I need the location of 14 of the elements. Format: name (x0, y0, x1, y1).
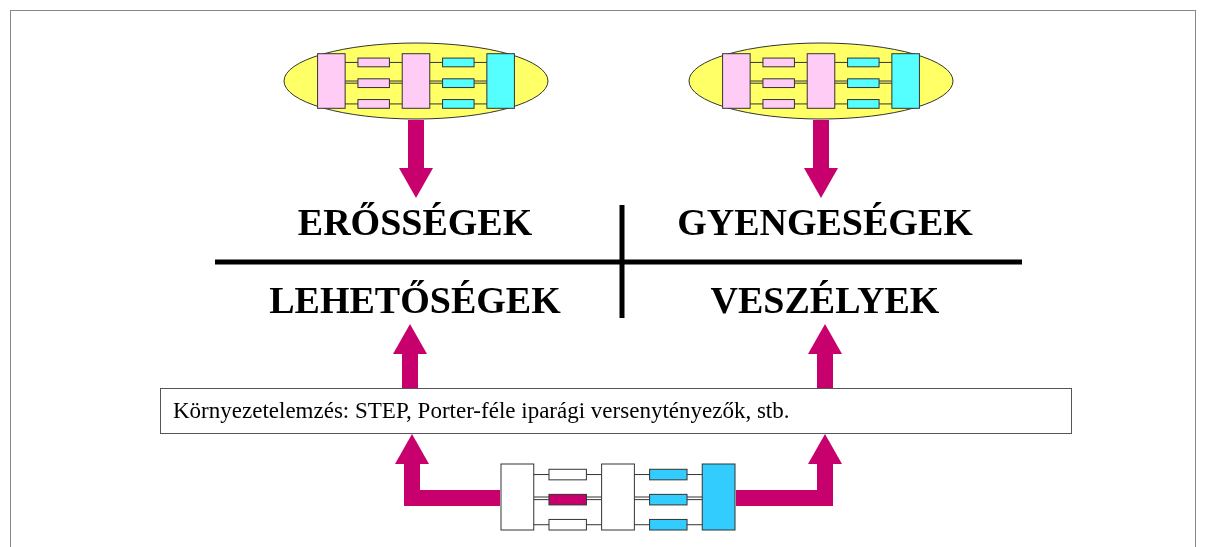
text-box: Környezetelemzés: STEP, Porter-féle iparági versenytényezők, stb. (160, 388, 1072, 434)
quadrant-heading: GYENGESÉGEK (640, 198, 1010, 246)
arrow (804, 120, 838, 198)
value-chain-drawing (283, 42, 549, 120)
arrow (736, 434, 842, 506)
arrow (808, 324, 842, 388)
quadrant-heading: VESZÉLYEK (640, 276, 1010, 324)
value-chain-drawing (688, 42, 954, 120)
quadrant-heading: LEHETŐSÉGEK (230, 276, 600, 324)
arrow (393, 324, 427, 388)
value-chain-drawing (500, 463, 736, 531)
quadrant-heading: ERŐSSÉGEK (230, 198, 600, 246)
arrow (395, 434, 500, 506)
arrow (399, 120, 433, 198)
